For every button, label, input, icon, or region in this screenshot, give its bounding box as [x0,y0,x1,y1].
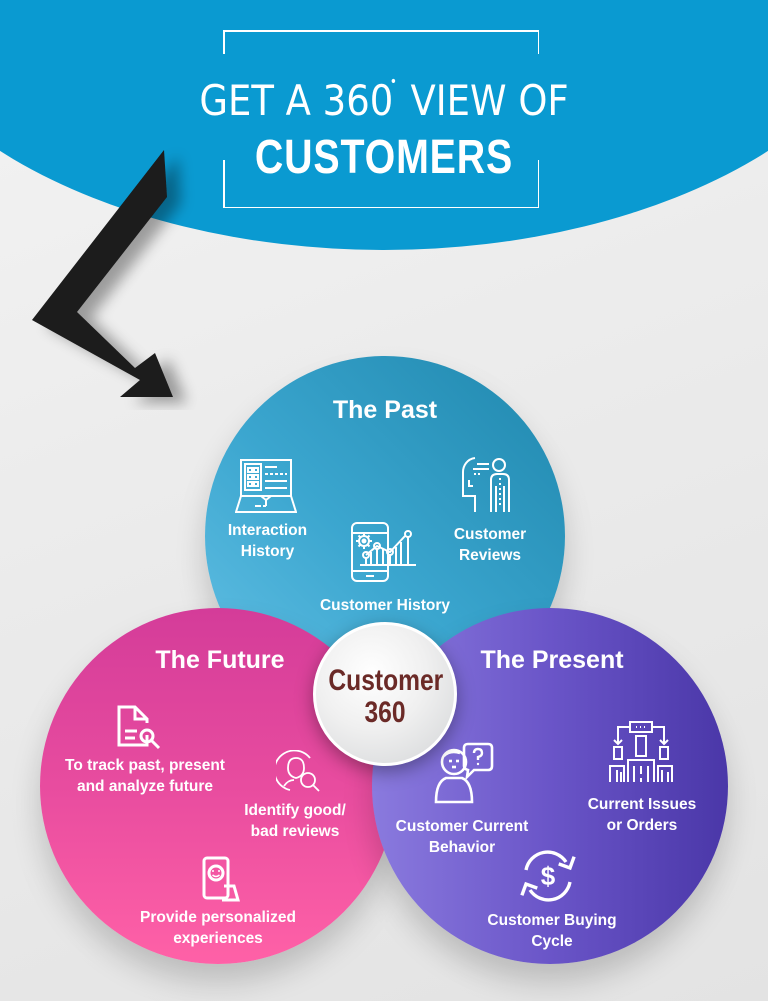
hub-subtitle: 360 [364,696,406,729]
title-frame [223,30,539,208]
future-title: The Future [155,646,285,674]
frame-top-line [223,30,539,32]
svg-text:$: $ [541,861,556,891]
document-search-icon [117,705,163,751]
frame-bottom-line [223,206,539,208]
org-chart-icon [608,720,674,784]
customer-history-label: Customer History [319,597,451,614]
hub-title: Customer [328,664,444,697]
mobile-analytics-icon [350,521,418,583]
user-search-icon [276,750,322,794]
zigzag-arrow-icon [0,140,260,410]
frame-right-bottom-line [537,160,539,208]
title-text-post: VIEW OF [398,76,569,125]
dollar-cycle-icon: $ [518,848,578,904]
past-title: The Past [332,396,438,424]
person-question-icon [432,742,494,806]
page-title-line2: CUSTOMERS [254,131,514,184]
title-text-pre: GET A 360 [199,76,394,125]
laptop-profile-icon [235,458,297,514]
page-title-line1: GET A 360• VIEW OF [178,74,590,125]
customer-presentation-icon [461,456,515,514]
tablet-smiley-icon [200,856,240,902]
degree-symbol: • [389,74,397,90]
frame-left-top-line [223,30,225,54]
identify-reviews-label: Identify good/bad reviews [244,802,346,840]
frame-right-top-line [537,30,539,54]
frame-left-bottom-line [223,160,225,208]
customer-360-hub: Customer 360 [313,622,457,766]
present-title: The Present [480,646,624,674]
